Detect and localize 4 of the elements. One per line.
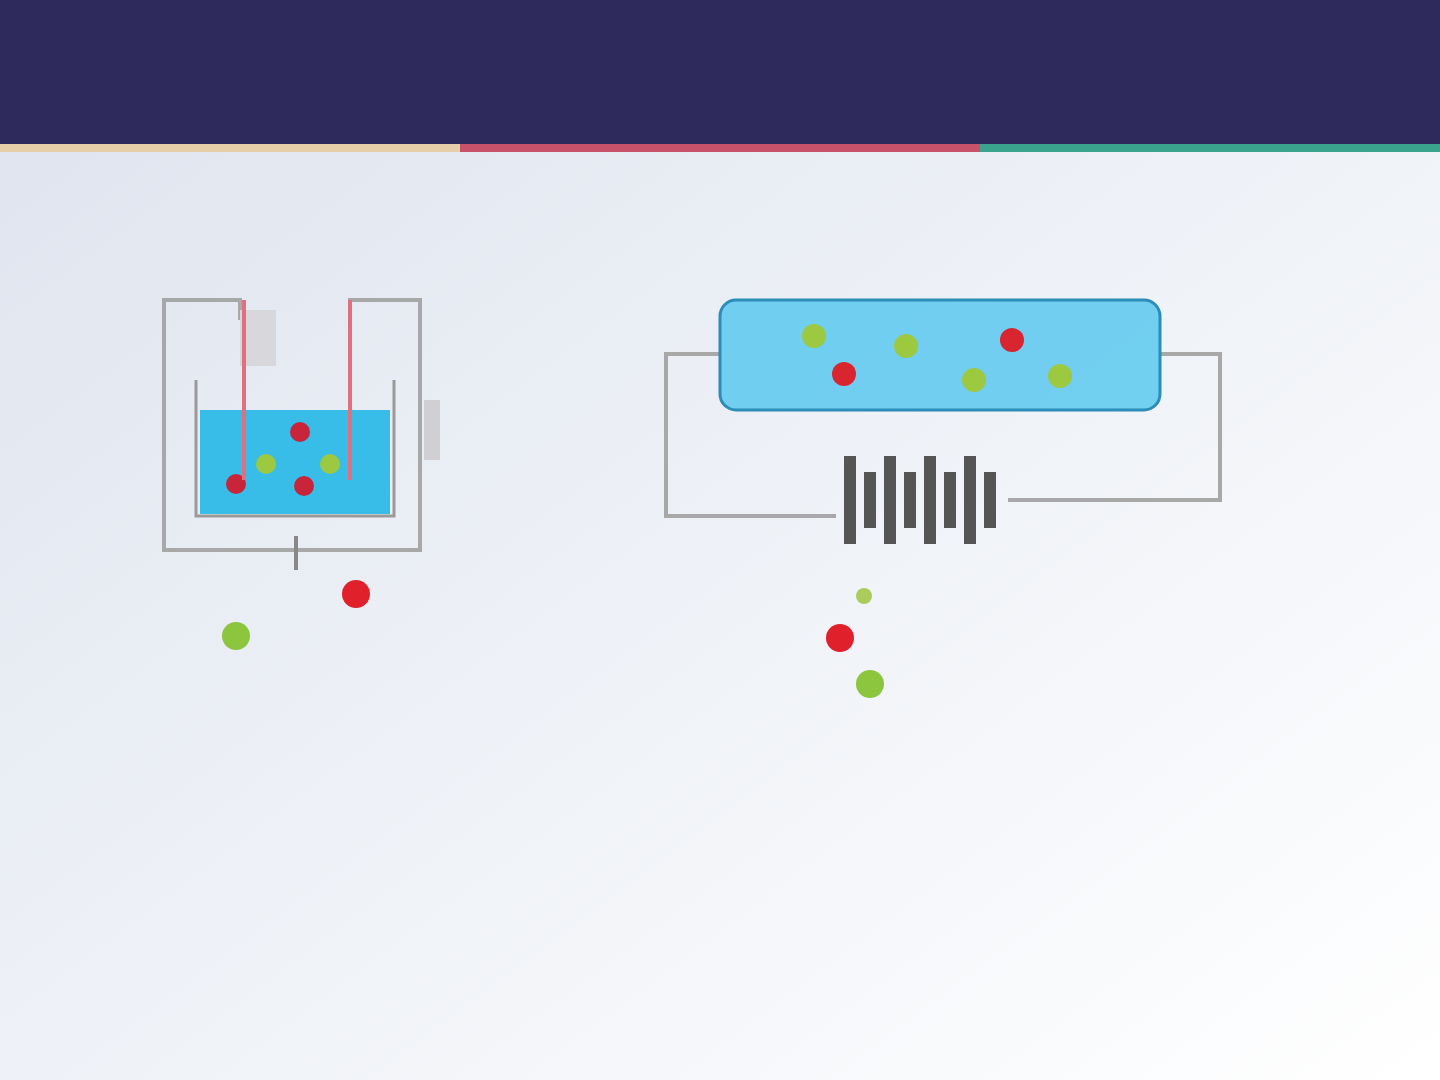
battery-symbol	[844, 456, 996, 544]
ion-tube	[718, 298, 1162, 412]
wire	[664, 352, 836, 518]
wire	[1008, 352, 1222, 502]
